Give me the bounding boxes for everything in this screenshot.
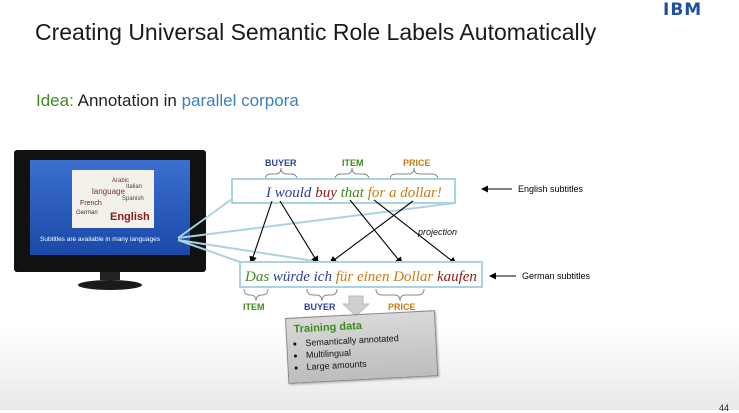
role-label-bottom: PRICE xyxy=(388,302,416,312)
training-data-box: Training data Semantically annotated Mul… xyxy=(285,310,439,384)
tv-caption: Subtitles are available in many language… xyxy=(40,236,161,243)
german-label: German subtitles xyxy=(522,271,591,281)
tv-monitor: Arabic language Spanish French German It… xyxy=(14,150,206,290)
role-label-bottom: ITEM xyxy=(243,302,265,312)
bottom-braces xyxy=(243,288,425,302)
english-token: I xyxy=(265,185,275,201)
ibm-logo: IBM xyxy=(663,0,703,20)
training-title: Training data xyxy=(293,319,363,336)
english-token: would xyxy=(275,185,315,201)
training-list: Semantically annotated Multilingual Larg… xyxy=(293,332,400,373)
tv-word: English xyxy=(110,211,150,223)
tv-neck xyxy=(100,272,120,280)
tv-word: Arabic xyxy=(112,178,129,184)
tv-word: Spanish xyxy=(122,196,144,202)
german-token: kaufen xyxy=(437,269,477,285)
projection-label: projection xyxy=(417,227,457,237)
german-sentence: Das würde ich für einen Dollar kaufen xyxy=(244,269,477,285)
english-token: buy xyxy=(315,185,340,201)
tv-word: language xyxy=(92,187,125,196)
idea-line: Idea: Annotation in parallel corpora xyxy=(36,91,299,111)
english-box xyxy=(231,178,456,204)
english-label: English subtitles xyxy=(518,184,584,194)
role-label-top: BUYER xyxy=(265,158,297,168)
english-token: that xyxy=(341,185,368,201)
idea-highlight: parallel corpora xyxy=(181,91,299,110)
german-token: Das xyxy=(244,269,273,285)
german-box xyxy=(239,261,483,288)
english-sentence: I would buy that for a dollar! xyxy=(265,185,442,201)
tv-word: German xyxy=(76,210,98,216)
english-token: for a dollar! xyxy=(368,185,442,201)
idea-label: Idea: xyxy=(36,91,74,110)
tv-word: French xyxy=(80,200,102,207)
role-label-bottom: BUYER xyxy=(304,302,336,312)
german-token: würde xyxy=(273,269,314,285)
page-number: 44 xyxy=(718,403,729,413)
word-cloud xyxy=(72,170,154,228)
tv-word: Italian xyxy=(126,184,142,190)
german-token: ich xyxy=(314,269,336,285)
down-arrow-icon xyxy=(341,295,371,317)
top-braces xyxy=(264,167,439,181)
projection-arrows xyxy=(249,199,457,265)
role-label-top: ITEM xyxy=(342,158,364,168)
german-token: für einen Dollar xyxy=(336,269,437,285)
slide-title: Creating Universal Semantic Role Labels … xyxy=(35,19,597,45)
tv-stand xyxy=(78,280,142,290)
idea-text: Annotation in xyxy=(77,91,177,110)
role-label-top: PRICE xyxy=(403,158,431,168)
